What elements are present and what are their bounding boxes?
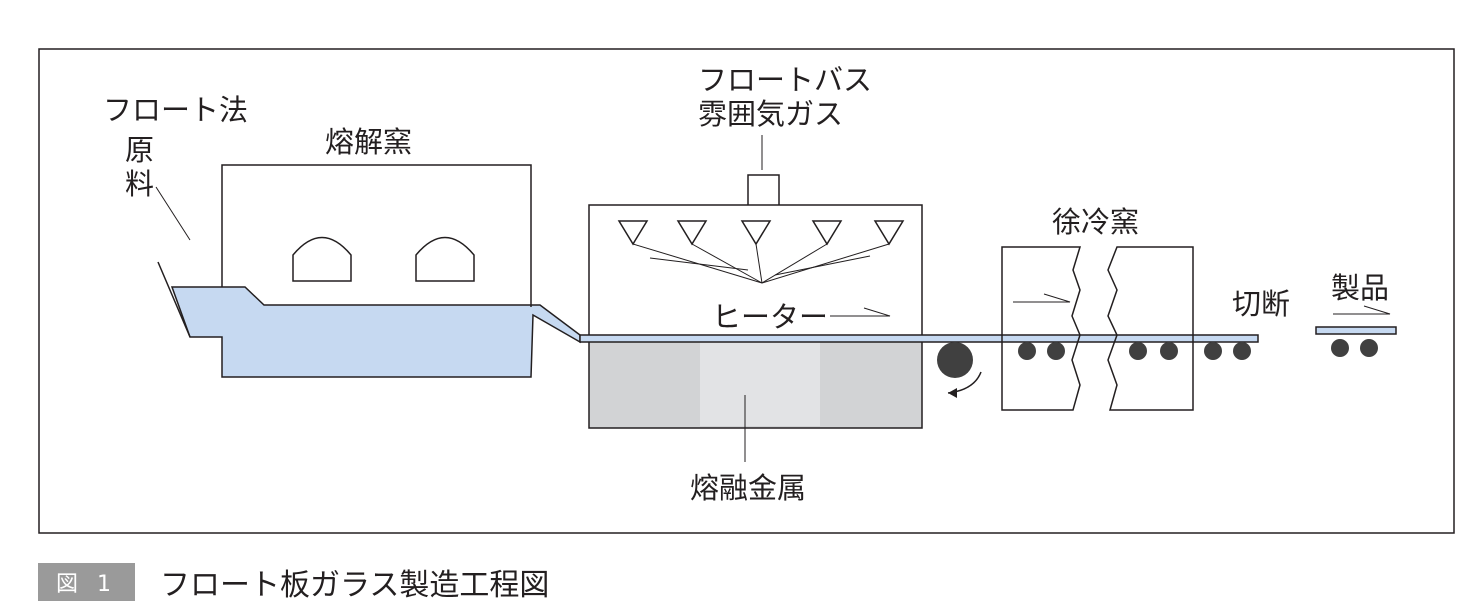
burner-port-left [292,236,352,282]
product-arrow [1333,305,1391,315]
heater-icon [740,220,772,246]
rotation-arrow-head [948,388,957,398]
annealing-lehr-label: 徐冷窯 [1052,205,1139,239]
heaters [617,220,905,246]
float-bath-label-2: 雰囲気ガス [698,97,843,131]
furnace-crown [221,164,532,307]
feed-chute [157,261,191,338]
figure-number-badge: 図 1 [38,563,135,601]
lift-out-roller [937,342,973,378]
diagram-frame [38,48,1455,534]
annealing-lehr [1001,246,1194,411]
heater-icon [676,220,708,246]
burner-port-right [415,236,475,282]
product-sheet [1315,326,1397,335]
method-label: フロート法 [103,93,248,127]
raw-material-leader [155,186,191,241]
roller [1018,342,1036,360]
gas-inlet-pipe [747,174,780,205]
product-label: 製品 [1331,271,1389,305]
product-rollers [1331,339,1378,357]
lehr-section-right [1107,246,1194,411]
roller [1233,342,1251,360]
roller [1129,342,1147,360]
lehr-rollers [1018,342,1251,360]
bath-roof [588,204,923,338]
float-glass-process-diagram: フロート法 原 料 熔解窯 フロートバス 雰囲気ガス ヒーター 徐冷窯 切断 製… [38,48,1455,534]
cutting-label: 切断 [1232,287,1290,321]
roller [1204,342,1222,360]
roller [1360,339,1378,357]
heater-label: ヒーター [712,300,828,334]
raw-material-label-2: 料 [125,167,154,201]
float-bath-label-1: フロートバス [698,63,872,97]
raw-material-label-1: 原 [125,133,154,167]
lehr-arrow [1013,293,1071,303]
melting-furnace [157,164,581,378]
heater-icon [873,220,905,246]
figure-caption: フロート板ガラス製造工程図 [160,568,550,603]
heater-icon [811,220,843,246]
roller [1160,342,1178,360]
heater-arrow [830,307,891,317]
glass-ribbon [579,334,1259,343]
float-bath [588,135,923,462]
molten-metal-sheen [700,340,820,426]
heater-leaders [632,243,890,284]
molten-glass-pool [170,286,581,378]
heater-icon [617,220,649,246]
lehr-section-left [1001,246,1082,411]
roller [1047,342,1065,360]
melting-furnace-label: 熔解窯 [325,125,412,159]
molten-metal-label: 熔融金属 [690,471,806,505]
roller [1331,339,1349,357]
